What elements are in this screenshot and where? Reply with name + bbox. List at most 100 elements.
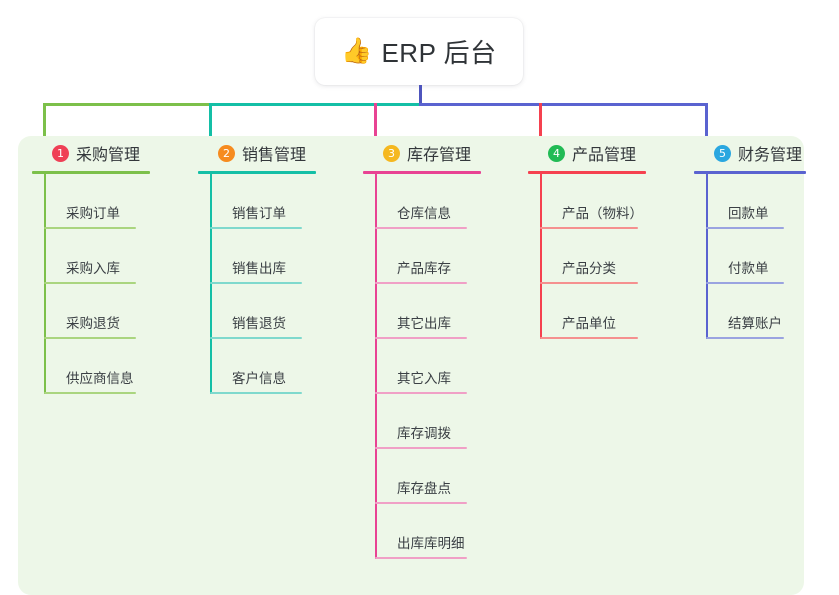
- leaf-item-rule: [44, 282, 136, 284]
- root-node-erp-backend[interactable]: 👍 ERP 后台: [315, 18, 523, 85]
- connector-drop-4: [539, 103, 542, 145]
- leaf-item-rule: [210, 227, 302, 229]
- branch-header-3[interactable]: 3 库存管理: [363, 140, 513, 166]
- leaf-item[interactable]: 销售退货: [210, 284, 302, 339]
- connector-bus-segment-1: [43, 103, 209, 106]
- leaf-item-rule: [375, 557, 467, 559]
- branch-header-rule-1: [32, 171, 150, 174]
- branch-column-2: 2 销售管理销售订单销售出库销售退货客户信息: [198, 140, 348, 394]
- branch-header-rule-4: [528, 171, 646, 174]
- leaf-item[interactable]: 采购订单: [44, 174, 136, 229]
- leaf-item[interactable]: 客户信息: [210, 339, 302, 394]
- leaf-item[interactable]: 出库库明细: [375, 504, 467, 559]
- leaf-item-rule: [375, 227, 467, 229]
- leaf-item-rule: [375, 502, 467, 504]
- leaf-item-rule: [210, 392, 302, 394]
- leaf-item-label: 库存盘点: [397, 481, 451, 496]
- leaf-item[interactable]: 供应商信息: [44, 339, 136, 394]
- leaf-item-rule: [210, 337, 302, 339]
- leaf-item-label: 采购订单: [66, 206, 120, 221]
- branch-title-1: 采购管理: [76, 147, 141, 164]
- branch-trunk-2: [210, 174, 212, 394]
- leaf-item-rule: [44, 337, 136, 339]
- leaf-item-label: 产品单位: [562, 316, 616, 331]
- branch-column-4: 4 产品管理产品（物料） 产品分类产品单位: [528, 140, 678, 339]
- leaf-item-label: 结算账户: [728, 316, 782, 331]
- branch-title-3: 库存管理: [407, 147, 472, 164]
- leaf-item[interactable]: 库存盘点: [375, 449, 467, 504]
- leaf-item-label: 回款单: [728, 206, 769, 221]
- branch-header-5[interactable]: 5 财务管理: [694, 140, 834, 166]
- leaf-item-label: 采购退货: [66, 316, 120, 331]
- branch-badge-2: 2: [218, 144, 235, 162]
- leaf-item[interactable]: 产品（物料）: [540, 174, 643, 229]
- leaf-item-label: 其它入库: [397, 371, 451, 386]
- connector-bus-segment-3: [419, 103, 707, 106]
- root-stem-line: [419, 85, 422, 105]
- leaf-item-label: 付款单: [728, 261, 769, 276]
- leaf-item-rule: [706, 282, 784, 284]
- leaf-item[interactable]: 付款单: [706, 229, 784, 284]
- leaf-item-label: 供应商信息: [66, 371, 134, 386]
- branch-column-5: 5 财务管理回款单付款单结算账户: [694, 140, 834, 339]
- leaf-item-label: 销售订单: [232, 206, 286, 221]
- leaf-item[interactable]: 其它出库: [375, 284, 467, 339]
- branch-title-5: 财务管理: [738, 147, 803, 164]
- connector-drop-3: [374, 103, 377, 145]
- leaf-item[interactable]: 库存调拨: [375, 394, 467, 449]
- leaf-item[interactable]: 采购入库: [44, 229, 136, 284]
- root-node-title: ERP 后台: [381, 38, 497, 68]
- leaf-item[interactable]: 其它入库: [375, 339, 467, 394]
- leaf-item[interactable]: 仓库信息: [375, 174, 467, 229]
- leaf-item[interactable]: 采购退货: [44, 284, 136, 339]
- branch-header-rule-3: [363, 171, 481, 174]
- leaf-item[interactable]: 产品库存: [375, 229, 467, 284]
- leaf-item-rule: [44, 392, 136, 394]
- leaf-item[interactable]: 结算账户: [706, 284, 784, 339]
- leaf-item[interactable]: 产品分类: [540, 229, 638, 284]
- leaf-item-rule: [210, 282, 302, 284]
- leaf-item-rule: [706, 337, 784, 339]
- branch-panel: [18, 136, 804, 595]
- leaf-item[interactable]: 产品单位: [540, 284, 638, 339]
- leaf-item-rule: [706, 227, 784, 229]
- branch-badge-4: 4: [548, 144, 565, 162]
- leaf-item-label: 其它出库: [397, 316, 451, 331]
- branch-trunk-1: [44, 174, 46, 394]
- branch-badge-5: 5: [714, 144, 731, 162]
- leaf-item-label: 出库库明细: [397, 536, 465, 551]
- branch-trunk-3: [375, 174, 377, 559]
- leaf-item-label: 客户信息: [232, 371, 286, 386]
- leaf-item[interactable]: 回款单: [706, 174, 784, 229]
- leaf-item-rule: [375, 447, 467, 449]
- leaf-item-label: 销售退货: [232, 316, 286, 331]
- leaf-item-label: 销售出库: [232, 261, 286, 276]
- leaf-item[interactable]: 销售出库: [210, 229, 302, 284]
- leaf-item[interactable]: 销售订单: [210, 174, 302, 229]
- branch-header-4[interactable]: 4 产品管理: [528, 140, 678, 166]
- connector-drop-5: [705, 103, 708, 145]
- leaf-item-label: 库存调拨: [397, 426, 451, 441]
- branch-header-2[interactable]: 2 销售管理: [198, 140, 348, 166]
- connector-bus-segment-2: [209, 103, 419, 106]
- leaf-item-label: 产品分类: [562, 261, 616, 276]
- leaf-item-rule: [375, 337, 467, 339]
- branch-header-rule-5: [694, 171, 806, 174]
- leaf-item-rule: [540, 227, 638, 229]
- branch-trunk-5: [706, 174, 708, 339]
- leaf-item-label: 产品（物料）: [562, 206, 643, 221]
- branch-title-2: 销售管理: [242, 147, 307, 164]
- branch-header-rule-2: [198, 171, 316, 174]
- leaf-item-rule: [540, 282, 638, 284]
- leaf-item-rule: [44, 227, 136, 229]
- leaf-item-rule: [375, 392, 467, 394]
- branch-title-4: 产品管理: [572, 147, 637, 164]
- branch-trunk-4: [540, 174, 542, 339]
- leaf-item-label: 产品库存: [397, 261, 451, 276]
- branch-badge-3: 3: [383, 144, 400, 162]
- leaf-item-rule: [375, 282, 467, 284]
- connector-drop-1: [43, 103, 46, 145]
